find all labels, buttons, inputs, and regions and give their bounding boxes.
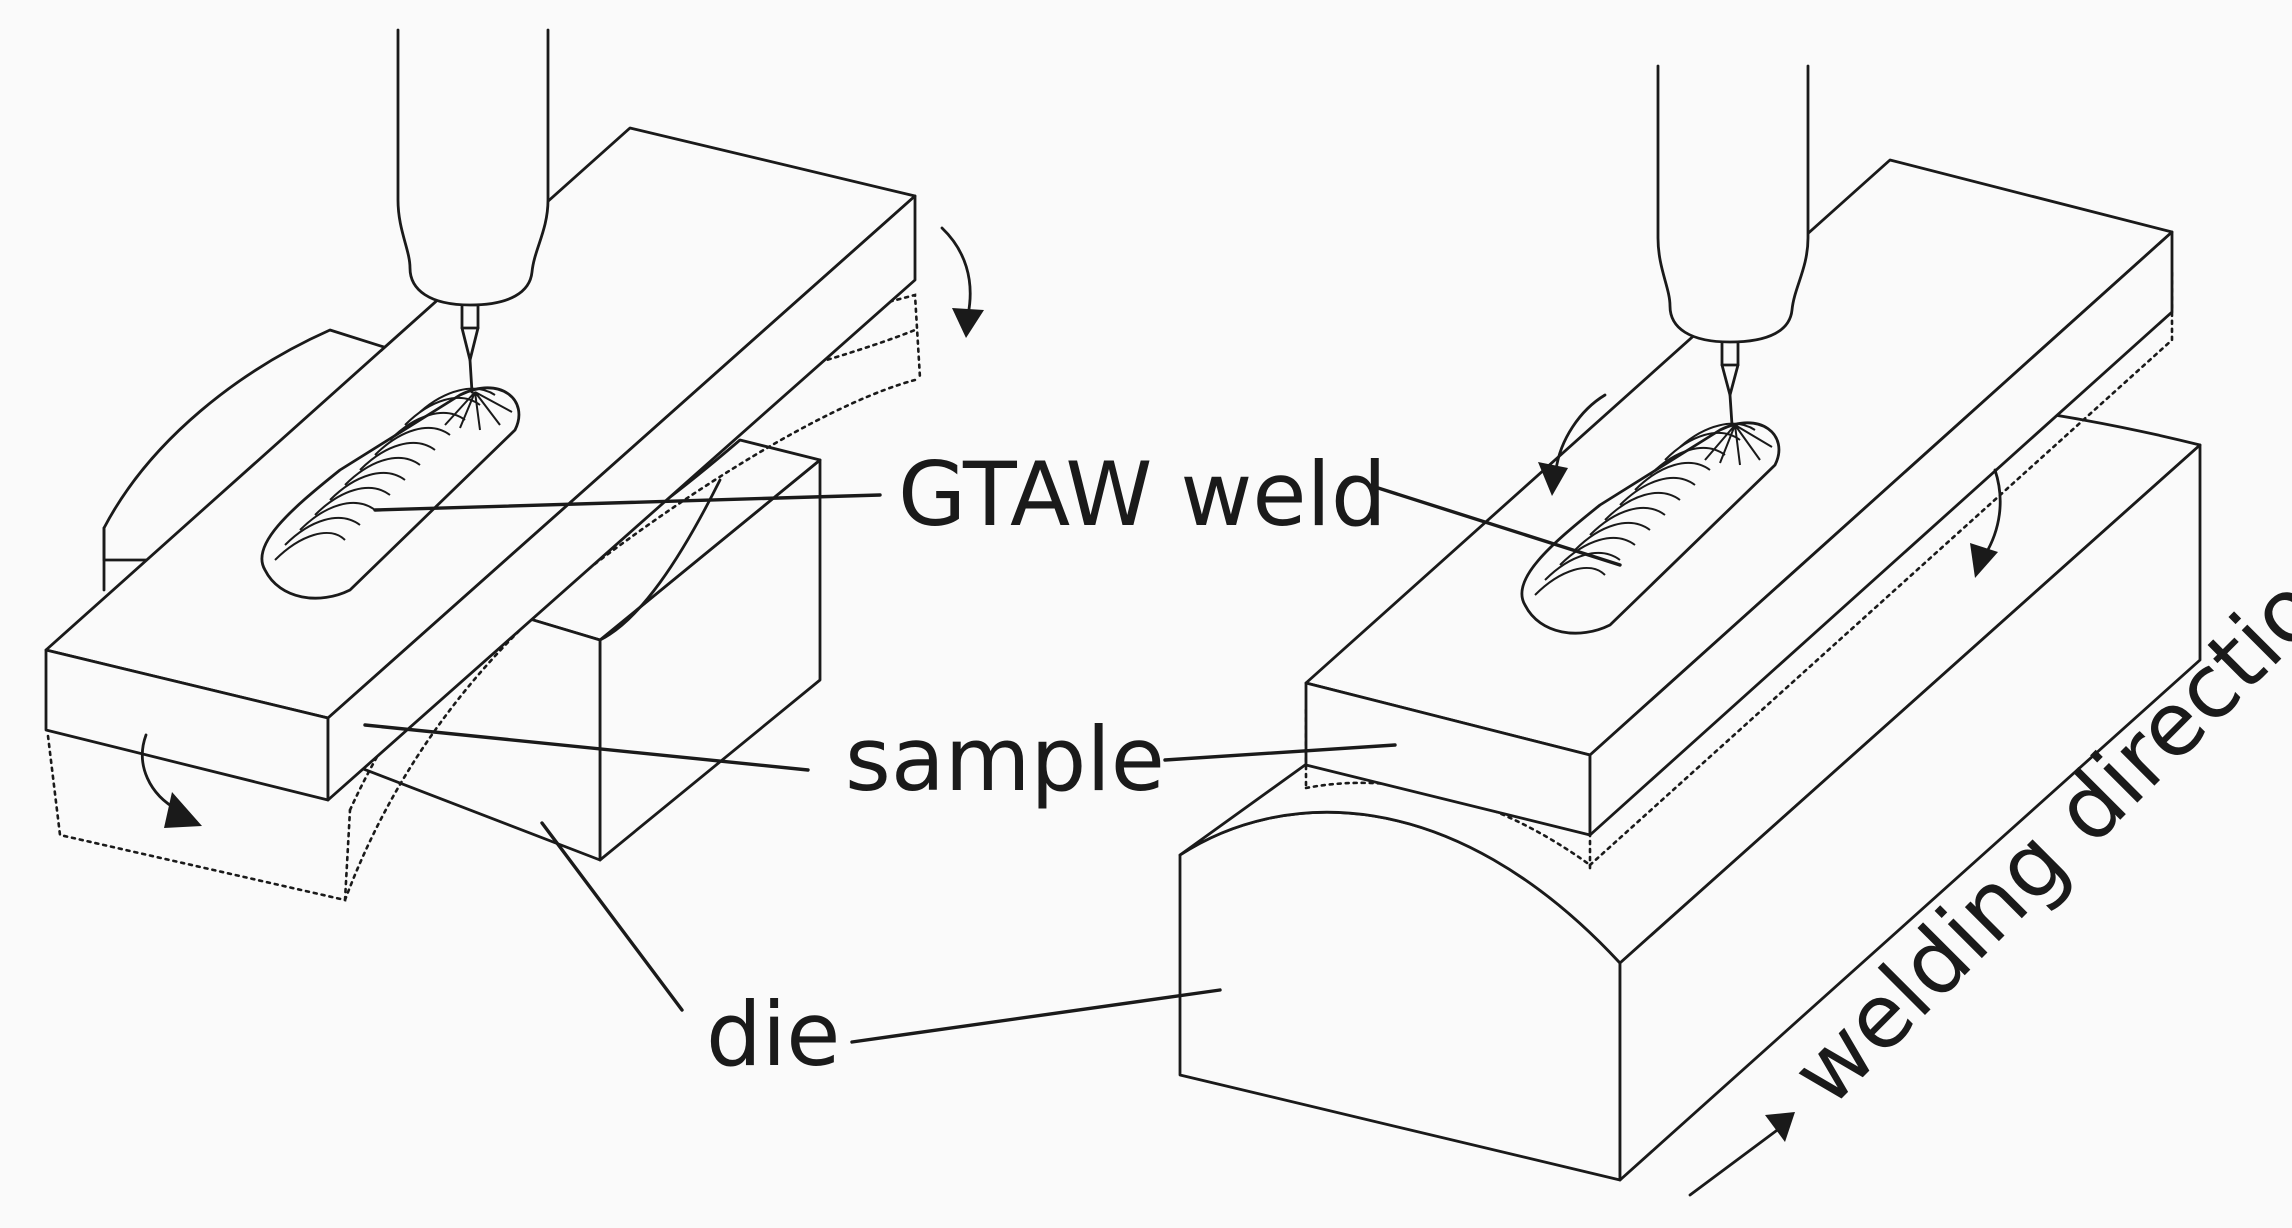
weld-leader-left [373,493,882,512]
left-rotation-arrow-right [940,226,984,338]
weld-leader-right [1373,485,1622,567]
left-rotation-arrow-left [141,733,202,828]
right-torch [1656,64,1810,427]
die-leader-right [850,988,1222,1044]
leader-lines [363,485,1622,1044]
label-die: die [706,983,840,1086]
label-gtaw-weld: GTAW weld [898,443,1387,546]
left-torch [396,28,550,394]
label-sample: sample [845,708,1165,811]
sample-leader-right [1163,743,1397,762]
left-weld-bead [260,386,521,600]
welding-direction-arrow [1688,1112,1795,1197]
right-setup [1178,64,2202,1197]
die-leader-left [540,821,684,1012]
left-die-front [338,438,822,862]
right-weld-bead [1520,421,1781,635]
left-setup [44,28,984,902]
right-rotation-arrow-right [1970,468,2002,578]
sample-leader-left [363,723,810,772]
right-rotation-arrow-left [1538,393,1607,496]
